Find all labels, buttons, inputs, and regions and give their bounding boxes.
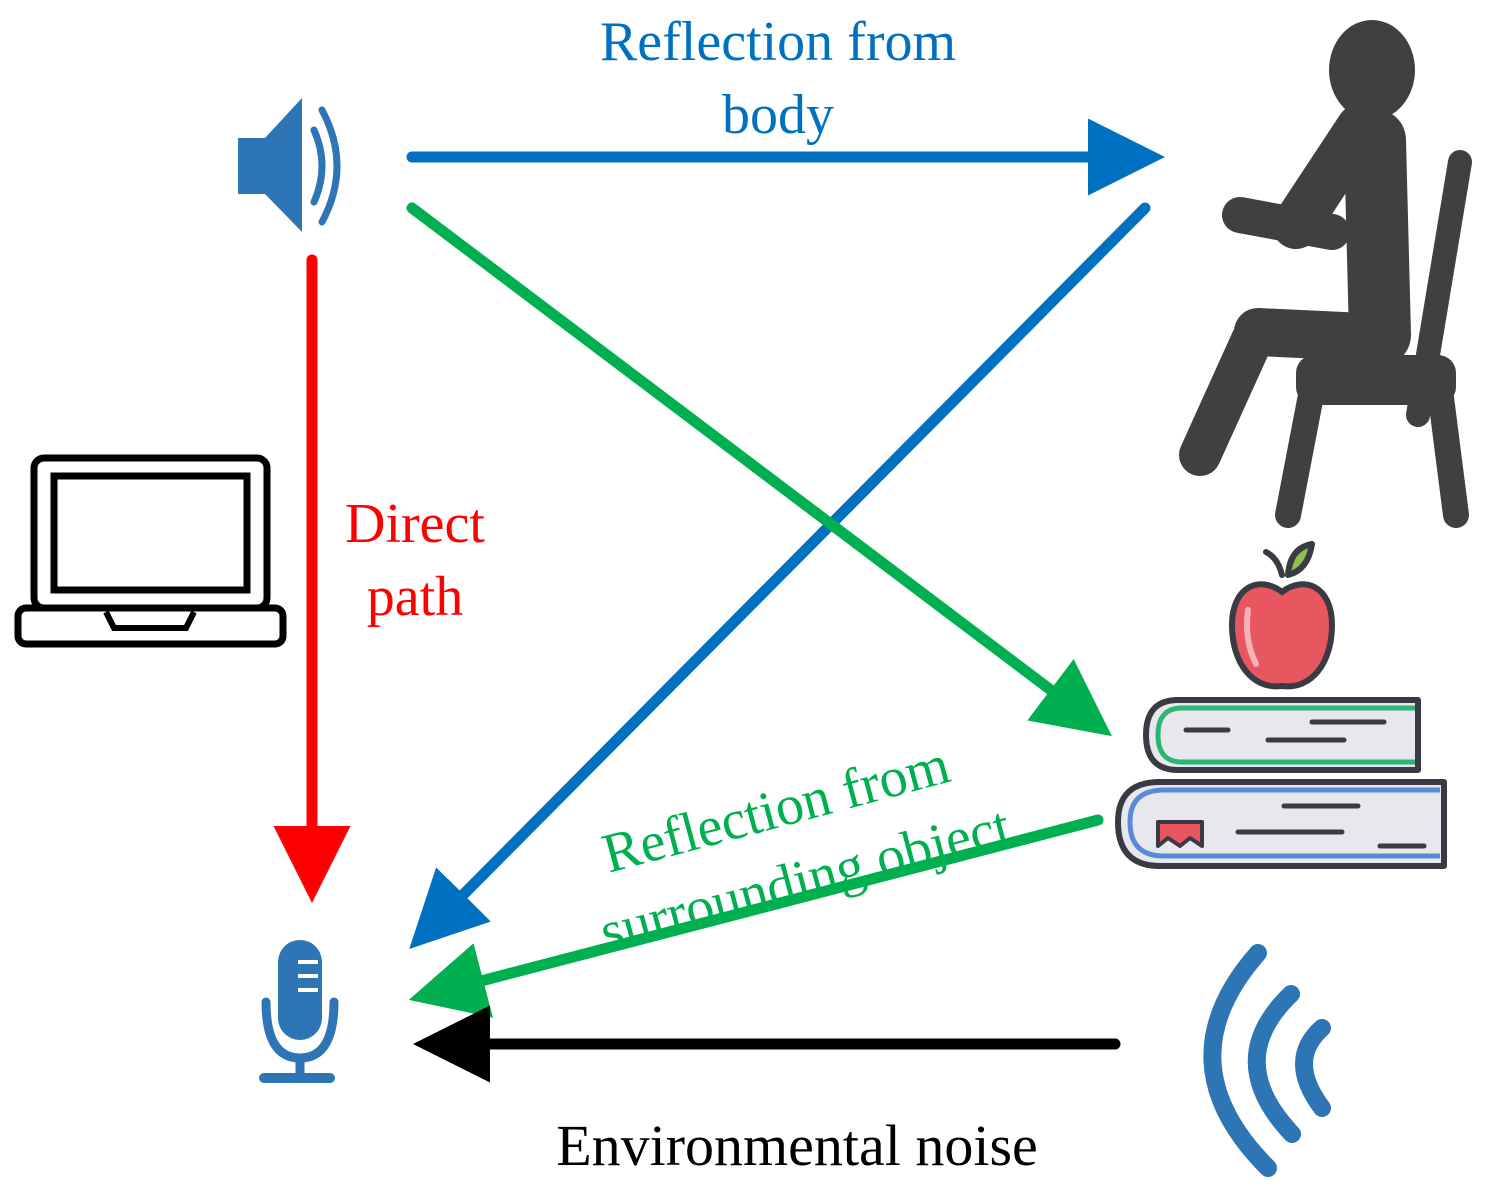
apple-icon xyxy=(1228,541,1336,690)
body-reflection-label-line2: body xyxy=(722,84,834,146)
sound-wave-icon xyxy=(1203,944,1331,1177)
object-reflection-label: Reflection from surrounding object xyxy=(594,733,1018,963)
arrow-object-to-mic xyxy=(408,814,1104,1018)
arrow-speaker-to-object xyxy=(406,202,1112,737)
direct-path-label-line2: path xyxy=(367,566,463,628)
speaker-icon xyxy=(238,98,341,232)
microphone-icon xyxy=(259,940,339,1083)
direct-path-label-line1: Direct xyxy=(345,493,485,555)
books-icon xyxy=(1115,697,1447,869)
laptop-icon xyxy=(14,454,287,648)
arrow-body-to-mic xyxy=(409,202,1151,950)
body-reflection-label-line1: Reflection from xyxy=(600,11,956,73)
person-on-chair-icon xyxy=(1179,20,1472,528)
environmental-noise-label: Environmental noise xyxy=(556,1113,1038,1178)
